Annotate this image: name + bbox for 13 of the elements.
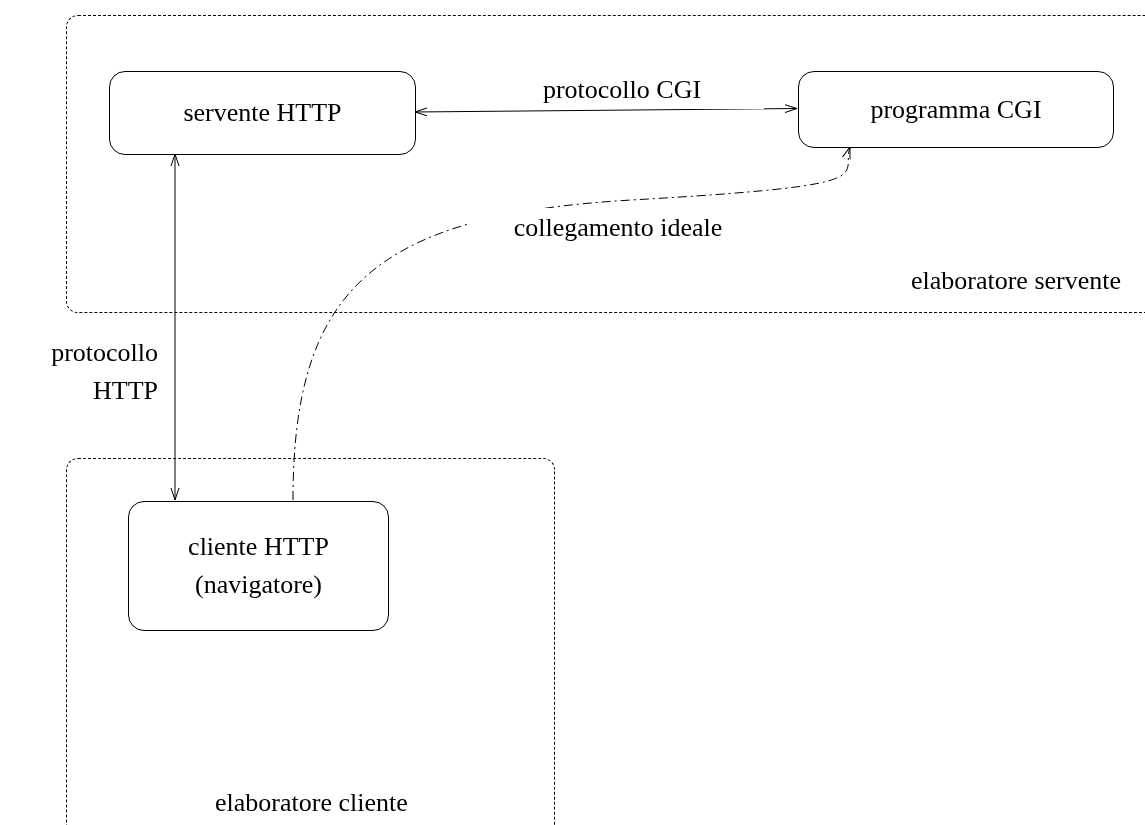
process-box — [798, 71, 1114, 148]
process-box — [128, 501, 389, 631]
box-label: cliente HTTP (navigatore) — [187, 531, 330, 601]
box-label: servente HTTP — [183, 97, 342, 129]
dashed-group-box — [66, 15, 1145, 313]
connector-arrow — [170, 153, 180, 501]
dashed-group-box — [66, 458, 555, 825]
connector-arrow — [292, 146, 852, 501]
group-label: elaboratore servente — [910, 265, 1121, 297]
process-box — [109, 71, 416, 155]
group-label: elaboratore cliente — [215, 787, 408, 819]
connector-arrow — [414, 104, 798, 117]
box-label: programma CGI — [870, 93, 1042, 126]
